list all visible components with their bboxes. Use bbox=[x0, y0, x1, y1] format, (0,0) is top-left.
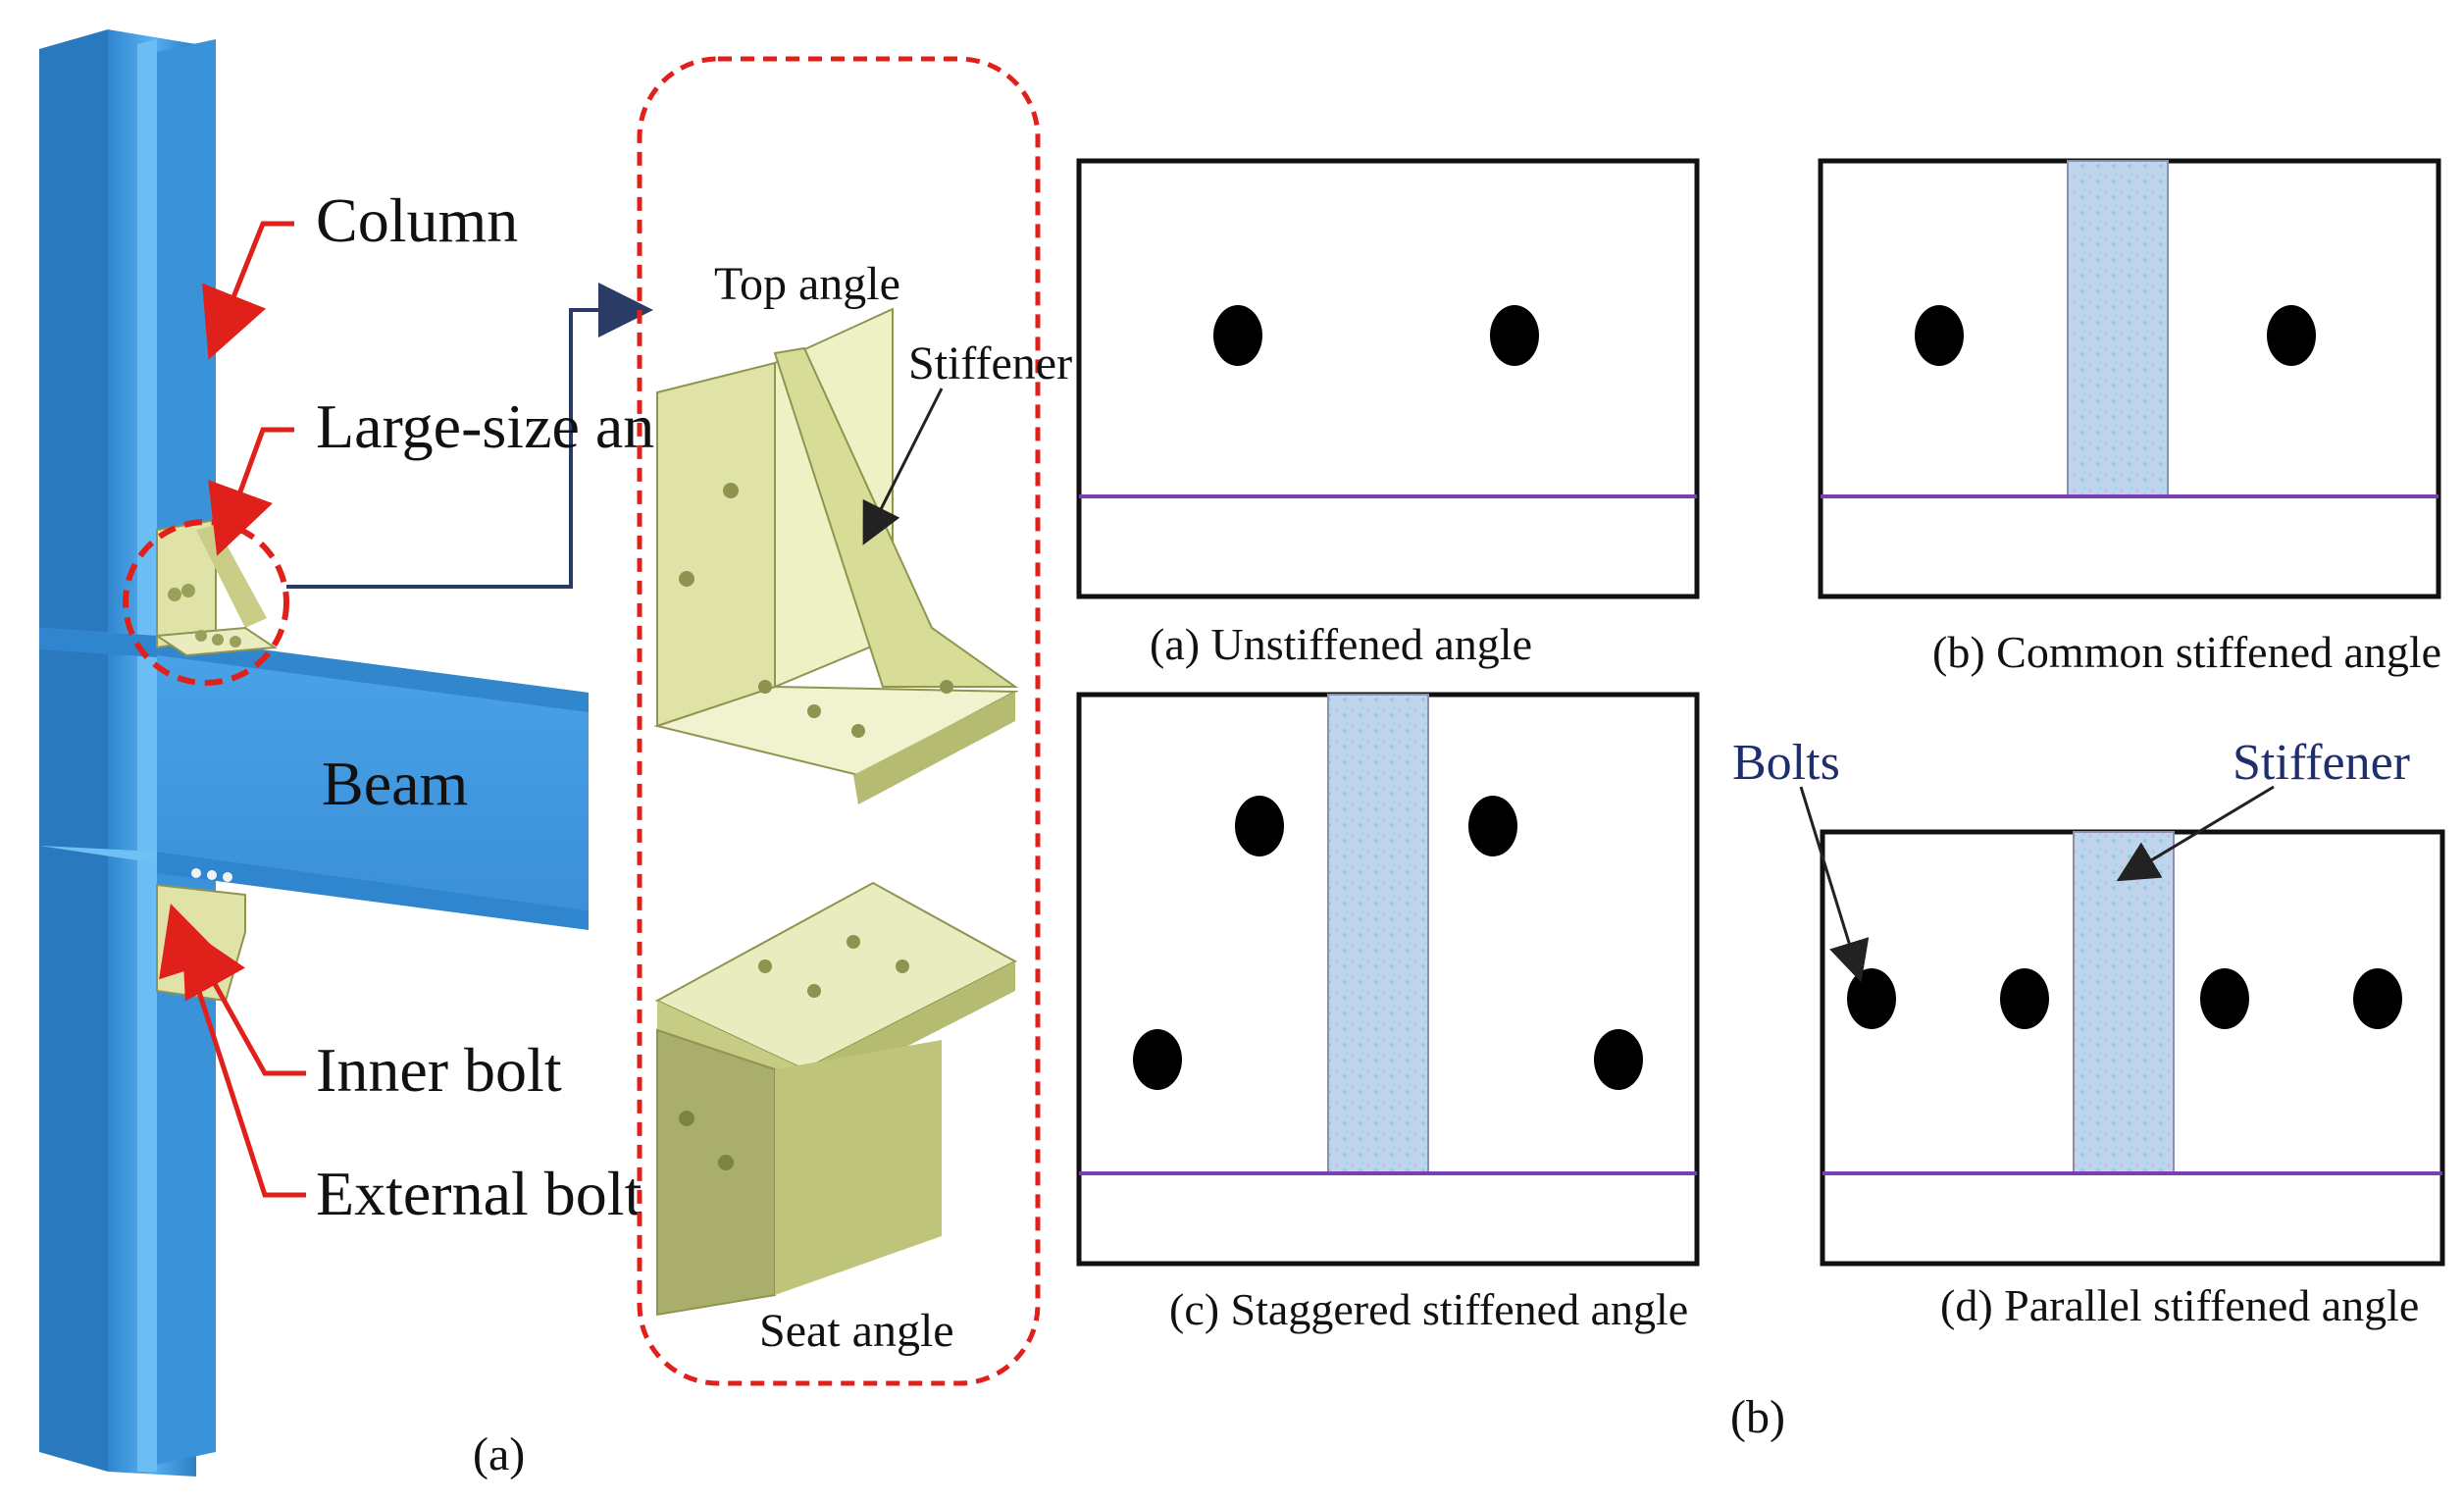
bolt bbox=[1915, 305, 1964, 366]
bolt bbox=[2267, 305, 2316, 366]
inner-bolt-label: Inner bolt bbox=[316, 1035, 562, 1105]
column-label: Column bbox=[316, 185, 518, 255]
detail-connector-arrow bbox=[286, 283, 653, 589]
panel-common-stiffened: (b) Common stiffened angle bbox=[1818, 158, 2441, 677]
stiffener-annotation-label: Stiffener bbox=[2233, 735, 2410, 791]
seat-angle-label: Seat angle bbox=[759, 1305, 954, 1357]
angle-detail-box: Top angle Stiffener Seat angle bbox=[637, 56, 1072, 1386]
stiffener-annotation-arrow bbox=[2116, 785, 2275, 882]
bolt bbox=[1133, 1029, 1182, 1090]
bolts-annotation-arrow bbox=[1799, 786, 1870, 983]
beam-member bbox=[39, 628, 589, 930]
leader-lines bbox=[159, 221, 306, 1198]
stiffener-plate bbox=[2073, 831, 2175, 1174]
stiffener-arrow-3d bbox=[862, 388, 944, 545]
bolt bbox=[2200, 968, 2249, 1029]
detail-highlight-circle bbox=[123, 519, 289, 686]
panel-d-caption: (d) Parallel stiffened angle bbox=[1940, 1280, 2419, 1330]
panel-staggered-stiffened: (c) Staggered stiffened angle bbox=[1076, 692, 1700, 1334]
bolt bbox=[1468, 796, 1517, 856]
panel-parallel-stiffened: Bolts Stiffener (d) Parallel stiffened a… bbox=[1732, 735, 2445, 1330]
external-bolt-label: External bolt bbox=[316, 1159, 642, 1228]
stiffener-plate bbox=[2067, 160, 2169, 497]
bolts-annotation-label: Bolts bbox=[1732, 735, 1840, 791]
stiffener-plate bbox=[1327, 694, 1429, 1174]
beam-label: Beam bbox=[322, 749, 468, 818]
bolt bbox=[1213, 305, 1262, 366]
large-size-angle-top bbox=[154, 518, 278, 657]
column-member bbox=[39, 29, 216, 1477]
part-b-caption: (b) bbox=[1730, 1391, 1785, 1443]
bolt bbox=[2353, 968, 2402, 1029]
connection-3d-view: Column Large-size angle Beam Inner bolt … bbox=[39, 29, 731, 1480]
bolt bbox=[1490, 305, 1539, 366]
bolt bbox=[1594, 1029, 1643, 1090]
bolt bbox=[1847, 968, 1896, 1029]
bolt bbox=[2000, 968, 2049, 1029]
part-a-caption: (a) bbox=[473, 1428, 525, 1480]
top-angle-label: Top angle bbox=[714, 258, 900, 310]
panel-a-caption: (a) Unstiffened angle bbox=[1150, 619, 1532, 669]
bolt bbox=[1235, 796, 1284, 856]
panel-b-caption: (b) Common stiffened angle bbox=[1932, 627, 2441, 677]
seat-angle-model bbox=[654, 881, 1018, 1317]
stiffener-label-3d: Stiffener bbox=[908, 337, 1072, 389]
top-angle-model bbox=[653, 307, 1019, 804]
panel-c-caption: (c) Staggered stiffened angle bbox=[1169, 1284, 1688, 1334]
panel-unstiffened: (a) Unstiffened angle bbox=[1076, 158, 1700, 669]
